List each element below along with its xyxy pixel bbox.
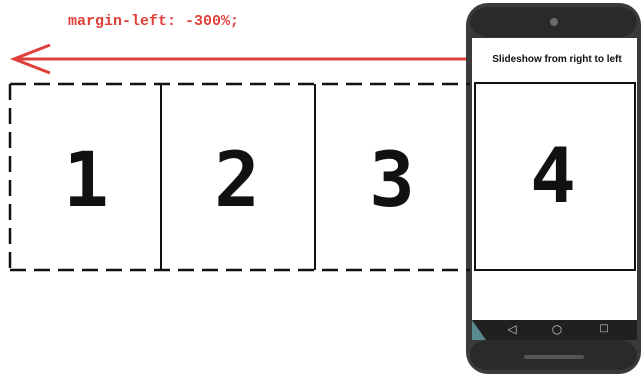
direction-arrow-head	[9, 43, 51, 75]
slide-2-number: 2	[214, 135, 260, 224]
margin-left-code-label: margin-left: -300%;	[68, 13, 240, 30]
phone-nav-accent	[472, 320, 486, 340]
phone-screen-title: Slideshow from right to left	[492, 54, 622, 65]
slide-3-number: 3	[369, 135, 415, 224]
phone-speaker	[524, 355, 584, 359]
slide-1-number: 1	[63, 135, 109, 224]
phone-nav-bar	[472, 320, 637, 340]
phone-camera	[550, 18, 558, 26]
triangle-back-icon[interactable]: ◁	[507, 322, 517, 336]
square-recents-icon[interactable]: □	[599, 323, 609, 334]
circle-home-icon[interactable]: ○	[551, 322, 563, 336]
slide-4-number: 4	[530, 131, 576, 220]
slide-4-box	[474, 82, 636, 271]
